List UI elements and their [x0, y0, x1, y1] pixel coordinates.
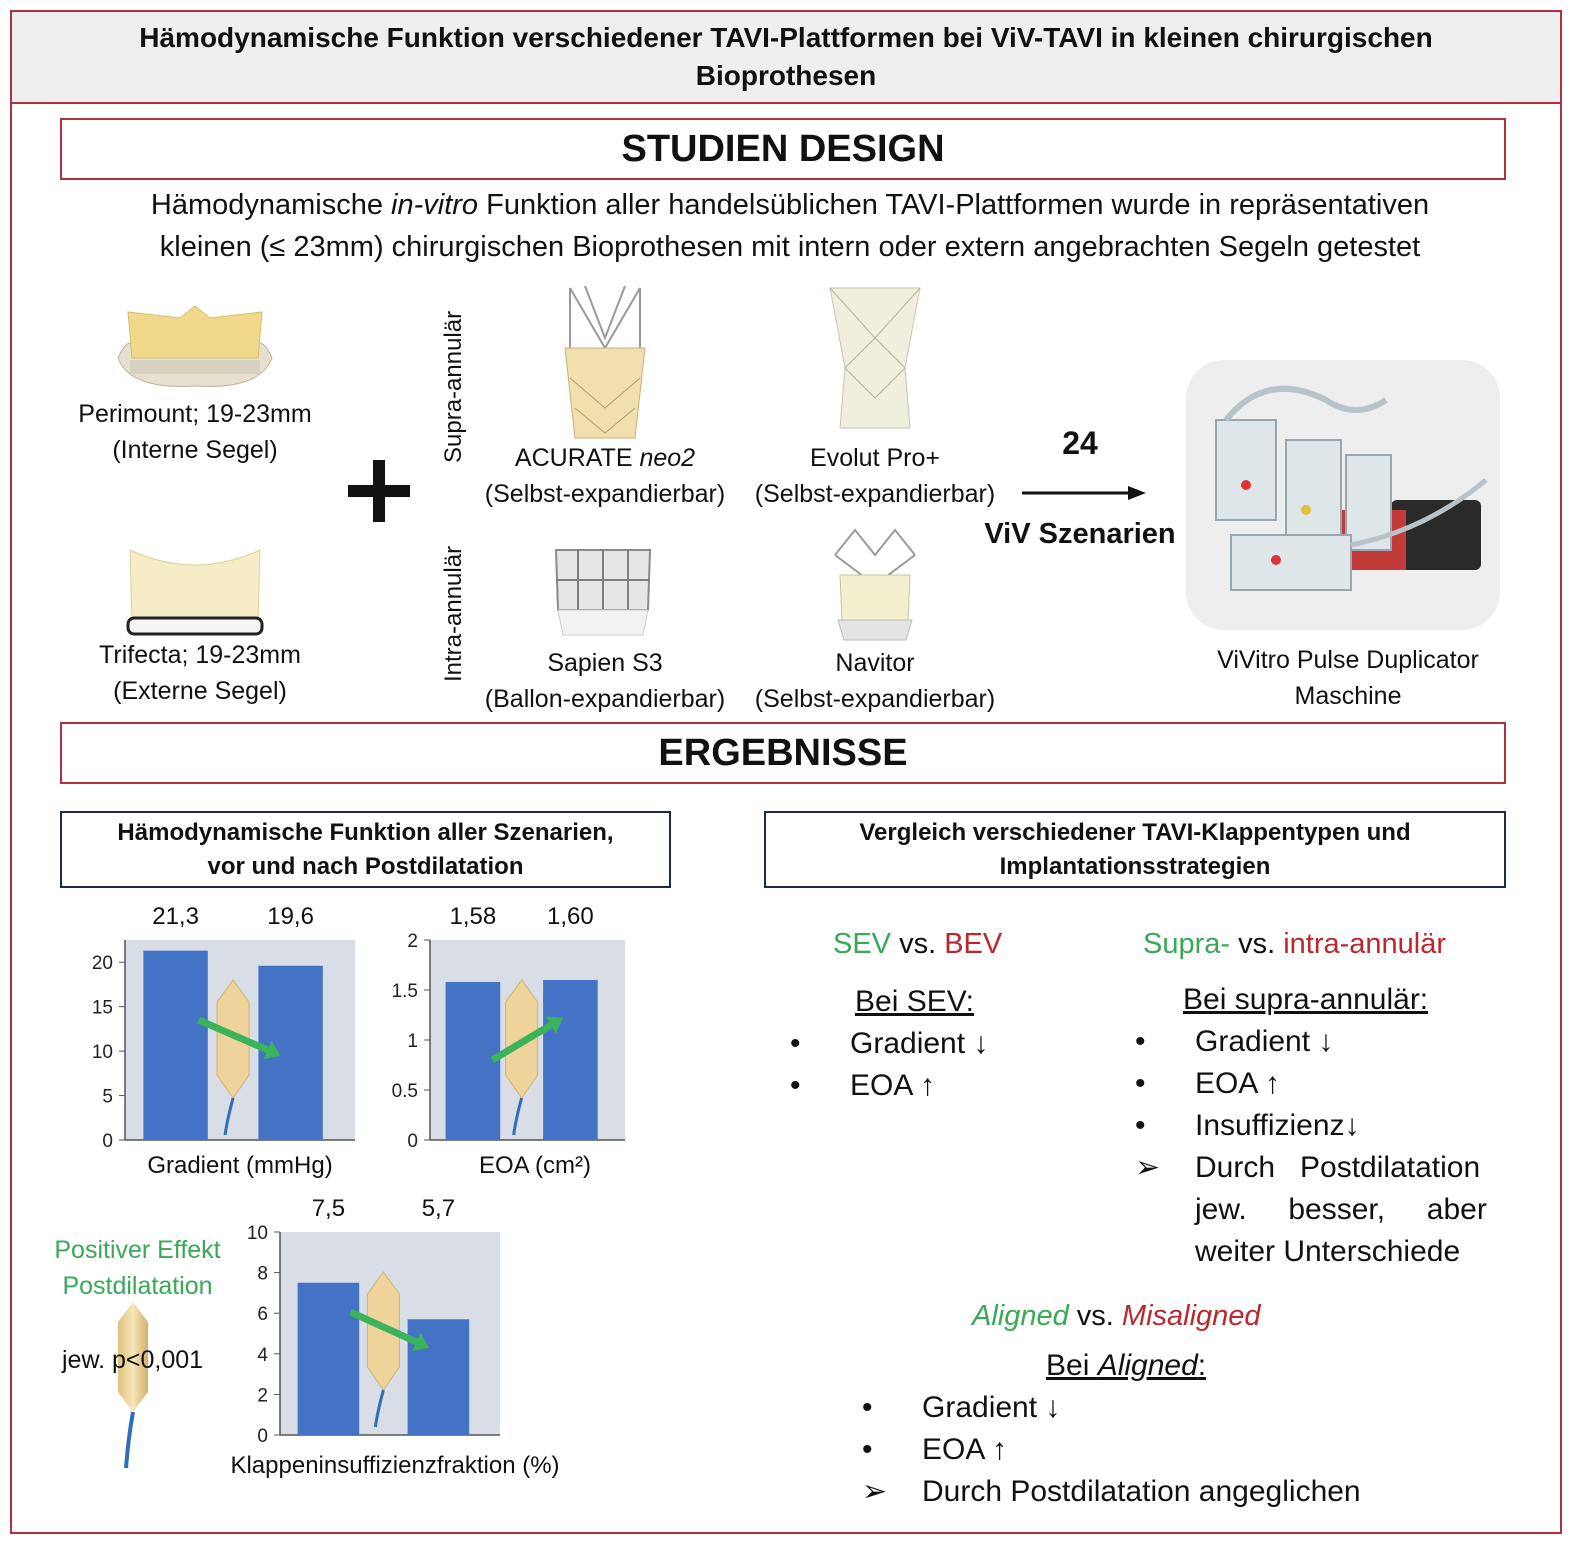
data-label: 1,60 — [547, 903, 594, 930]
catheter-line — [512, 1097, 524, 1136]
plus-sign — [348, 460, 410, 522]
green-arrow-icon — [197, 1016, 269, 1054]
y-tick-label: 10 — [92, 1042, 113, 1063]
regurgitation-chart: 0 2 4 6 8 10 7,5 5,7Klappeninsuffizienzfraktion… — [230, 1195, 559, 1479]
title-bar: Hämodynamische Funktion verschiedener TA… — [12, 12, 1560, 104]
right-box-heading: Vergleich verschiedener TAVI-Klappentype… — [764, 811, 1506, 888]
design-intro: Hämodynamische in-vitro Funktion aller h… — [40, 184, 1540, 268]
x-axis-label: EOA (cm²) — [479, 1152, 591, 1179]
intro-line-1: Hämodynamische in-vitro Funktion aller h… — [150, 189, 1430, 221]
y-tick-label: 1 — [407, 1031, 418, 1052]
positive-effect-label: Positiver Effekt Postdilatation — [54, 1236, 221, 1300]
x-axis-label: Klappeninsuffizienzfraktion (%) — [230, 1452, 559, 1479]
balloon-icon — [118, 1302, 148, 1469]
supra-list: Bei supra-annulär: •Gradient ↓ •EOA ↑ •I… — [1135, 983, 1487, 1268]
arrow-right-icon — [1022, 486, 1146, 500]
page-title: Hämodynamische Funktion verschiedener TA… — [139, 22, 1433, 91]
y-tick-label: 0 — [257, 1426, 268, 1447]
bar — [297, 1282, 360, 1435]
scenario-count: 24 — [1062, 425, 1098, 461]
sapien-s3-image — [554, 549, 652, 636]
navitor-caption: Navitor (Selbst-expandierbar) — [754, 649, 996, 713]
y-tick-label: 6 — [257, 1304, 268, 1325]
design-heading-text: STUDIEN DESIGN — [621, 127, 945, 170]
y-tick-label: 0 — [102, 1131, 113, 1152]
machine-caption: ViVitro Pulse Duplicator Maschine — [1217, 646, 1479, 710]
results-heading: ERGEBNISSE — [60, 722, 1506, 784]
aligned-vs-misaligned: Aligned vs. Misaligned — [972, 1300, 1261, 1332]
outer-frame — [10, 10, 1562, 1534]
p-value: jew. p<0,001 — [62, 1346, 204, 1374]
y-tick-label: 0 — [407, 1131, 418, 1152]
catheter-line — [373, 1389, 385, 1428]
green-arrow-icon — [348, 1308, 418, 1346]
perimount-valve-image — [117, 305, 273, 387]
data-label: 1,58 — [450, 903, 497, 930]
perimount-caption: Perimount; 19-23mm (Interne Segel) — [78, 400, 312, 464]
bar — [543, 980, 598, 1140]
bar — [143, 950, 208, 1140]
green-arrow-head — [545, 1016, 563, 1034]
intro-line-2: kleinen (≤ 23mm) chirurgischen Bioprothe… — [159, 231, 1421, 263]
acurate-caption: ACURATE neo2 (Selbst-expandierbar) — [484, 444, 726, 508]
data-label: 5,7 — [422, 1195, 455, 1222]
navitor-image — [834, 528, 916, 641]
green-arrow-icon — [490, 1021, 553, 1064]
sapien-caption: Sapien S3 (Ballon-expandierbar) — [484, 649, 726, 713]
scenario-label: ViV Szenarien — [984, 518, 1176, 550]
trifecta-valve-image — [126, 549, 264, 636]
y-tick-label: 15 — [92, 998, 113, 1019]
green-arrow-head — [412, 1332, 430, 1352]
supra-vs-intra: Supra- vs. intra-annulär — [1143, 928, 1447, 960]
data-label: 7,5 — [312, 1195, 345, 1222]
bar — [445, 982, 501, 1140]
x-axis-label: Gradient (mmHg) — [147, 1152, 332, 1179]
vivitro-machine-image — [1186, 360, 1500, 630]
y-tick-label: 2 — [407, 931, 418, 952]
design-heading: STUDIEN DESIGN — [60, 118, 1506, 180]
left-box-heading: Hämodynamische Funktion aller Szenarien,… — [60, 811, 671, 888]
y-tick-label: 2 — [257, 1385, 268, 1406]
acurate-neo2-image — [564, 285, 646, 439]
sev-list: Bei SEV: •Gradient ↓ •EOA ↑ — [790, 985, 989, 1102]
evolut-caption: Evolut Pro+ (Selbst-expandierbar) — [754, 444, 996, 508]
sev-vs-bev: SEV vs. BEV — [833, 928, 1003, 960]
green-arrow-head — [263, 1040, 281, 1060]
data-label: 19,6 — [267, 903, 314, 930]
bar — [407, 1319, 470, 1435]
catheter-line — [223, 1097, 235, 1136]
aligned-list: Bei Aligned: •Gradient ↓ •EOA ↑ ➢Durch P… — [862, 1349, 1361, 1508]
y-tick-label: 5 — [102, 1087, 113, 1108]
results-heading-text: ERGEBNISSE — [658, 731, 908, 774]
y-tick-label: 8 — [257, 1264, 268, 1285]
evolut-pro-image — [829, 287, 921, 429]
y-tick-label: 10 — [247, 1223, 268, 1244]
data-label: 21,3 — [152, 903, 199, 930]
trifecta-caption: Trifecta; 19-23mm (Externe Segel) — [99, 641, 301, 705]
y-tick-label: 20 — [92, 953, 113, 974]
y-tick-label: 4 — [257, 1345, 268, 1366]
y-tick-label: 1.5 — [392, 981, 418, 1002]
y-tick-label: 0.5 — [392, 1081, 418, 1102]
